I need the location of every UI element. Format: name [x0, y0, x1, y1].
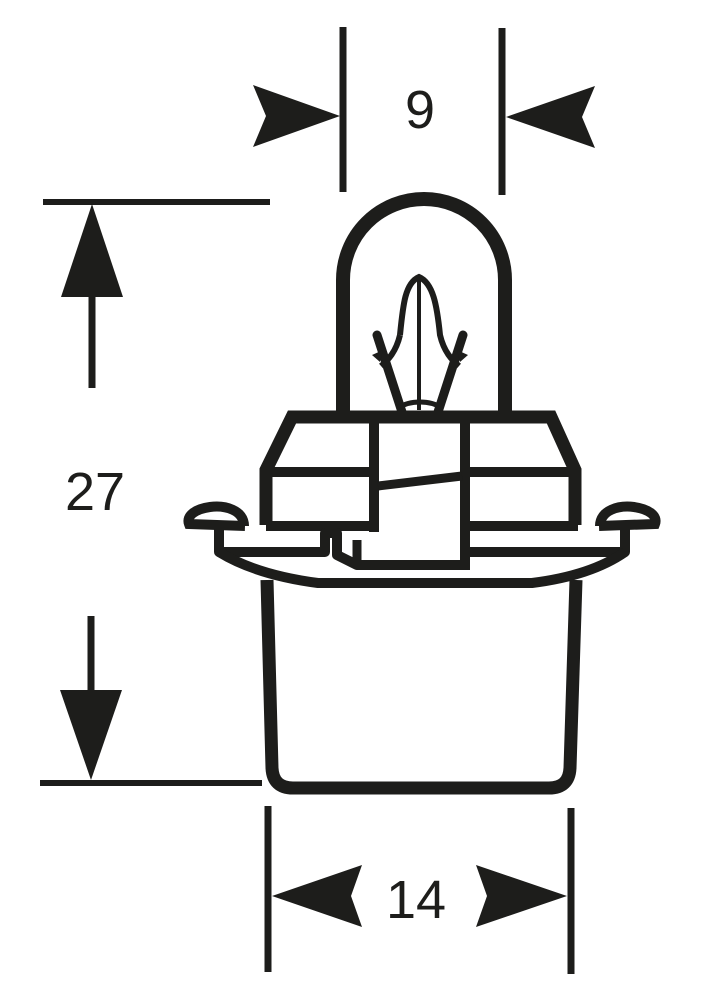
dimension-base-width: 14: [264, 806, 575, 974]
lead-wire-right: [433, 330, 468, 417]
lead-wire-left: [372, 330, 407, 417]
flange-left: [214, 526, 465, 570]
holder-upper-housing: [259, 410, 582, 525]
bulb-glass: [336, 192, 512, 417]
arrowhead-up-icon: [61, 204, 123, 297]
arrowhead-left-icon: [506, 86, 595, 148]
clip-ear-left: [183, 501, 249, 531]
bulb-holder: [183, 410, 661, 795]
arrowhead-right-icon: [476, 865, 567, 927]
filament-base-arc: [396, 399, 444, 411]
center-block-divider: [377, 471, 463, 491]
clip-ear-right: [595, 501, 661, 531]
dimension-label-9: 9: [405, 80, 435, 140]
glass-envelope: [336, 192, 512, 414]
filament-loop: [397, 273, 461, 369]
holder-skirt: [216, 547, 628, 588]
lead-barb-left: [372, 350, 383, 362]
lead-barb-right: [457, 350, 468, 362]
dimension-bulb-width: 9: [253, 27, 595, 195]
arrowhead-left-icon: [272, 865, 362, 927]
dimension-overall-height: 27: [40, 199, 270, 786]
holder-lower-body: [260, 579, 583, 795]
dimension-label-27: 27: [65, 462, 125, 522]
dimension-label-14: 14: [386, 870, 446, 930]
arrowhead-down-icon: [60, 690, 122, 780]
arrowhead-right-icon: [253, 85, 340, 147]
